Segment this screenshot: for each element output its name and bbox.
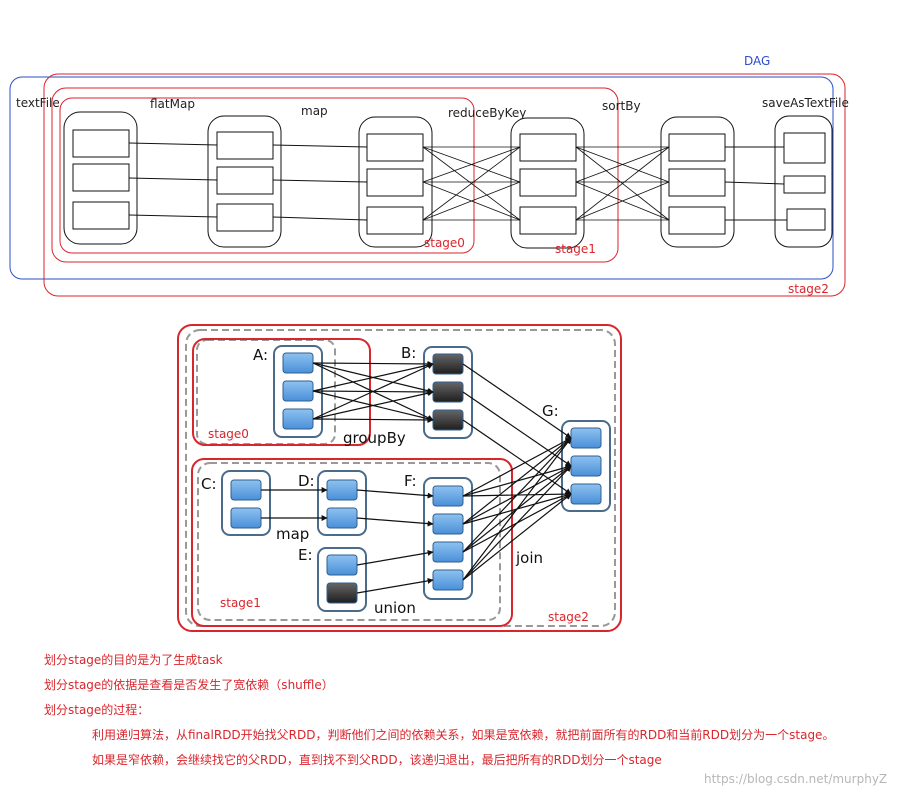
stage2-label: stage2 xyxy=(548,610,589,624)
partition xyxy=(519,168,577,197)
stage2-frame xyxy=(43,73,846,297)
partition xyxy=(783,175,826,194)
partition xyxy=(216,166,274,195)
stage1-frame xyxy=(191,458,513,627)
node-label-c: C: xyxy=(201,475,217,493)
partition-c2 xyxy=(230,507,262,529)
partition xyxy=(668,133,726,162)
note-line-2: 划分stage的依据是查看是否发生了宽依赖（shuffle） xyxy=(44,678,334,692)
dag-frame xyxy=(9,76,834,280)
partition xyxy=(72,129,130,158)
rdd-edges xyxy=(261,360,572,594)
stage2-dashed-frame xyxy=(185,329,616,627)
partition-f2 xyxy=(432,513,464,535)
partition xyxy=(216,203,274,232)
partition xyxy=(786,208,826,231)
note-line-4: 利用递归算法，从finalRDD开始找父RDD，判断他们之间的依赖关系，如果是宽… xyxy=(92,728,835,742)
op-label-saveastextfile: saveAsTextFile xyxy=(762,96,849,110)
partition-b2 xyxy=(432,381,464,403)
partition xyxy=(216,131,274,160)
partition-e1 xyxy=(326,554,358,576)
watermark: https://blog.csdn.net/murphyZ xyxy=(704,772,888,786)
rdd-reducebykey xyxy=(510,117,585,249)
note-line-3: 划分stage的过程： xyxy=(44,703,150,717)
partition xyxy=(519,133,577,162)
partition-c1 xyxy=(230,479,262,501)
partition-b3 xyxy=(432,409,464,431)
narrow-dependencies xyxy=(128,142,787,221)
op-label-sortby: sortBy xyxy=(602,99,641,113)
rdd-saveastextfile xyxy=(774,115,833,248)
partition-d2 xyxy=(326,507,358,529)
partition-a3 xyxy=(282,408,314,430)
rdd-c xyxy=(221,470,271,536)
rdd-f xyxy=(423,477,473,600)
node-label-e: E: xyxy=(298,546,313,564)
stage1-label: stage1 xyxy=(220,596,261,610)
op-label-map: map xyxy=(276,525,309,543)
partition-f4 xyxy=(432,569,464,591)
partition xyxy=(72,163,130,192)
dag-diagram: DAG textFile flatMap map reduceByKey sor… xyxy=(9,54,849,297)
op-label-reducebykey: reduceByKey xyxy=(448,106,526,120)
partition-b1 xyxy=(432,353,464,375)
partition-f1 xyxy=(432,485,464,507)
node-label-b: B: xyxy=(401,344,416,362)
partition xyxy=(519,206,577,235)
rdd-diagram: A: B: C: D: E: F: G: groupBy map union j… xyxy=(177,324,622,632)
node-label-a: A: xyxy=(253,346,268,364)
rdd-e xyxy=(317,547,367,612)
wide-dependencies xyxy=(422,146,670,221)
partition xyxy=(668,206,726,235)
stage2-frame xyxy=(177,324,622,632)
partition-g2 xyxy=(570,455,602,477)
partition-a1 xyxy=(282,352,314,374)
op-label-textfile: textFile xyxy=(16,96,60,110)
stage2-label: stage2 xyxy=(788,282,829,296)
stage1-label: stage1 xyxy=(555,242,596,256)
stage0-frame xyxy=(59,97,475,254)
partition xyxy=(668,168,726,197)
partition xyxy=(783,132,826,164)
partition xyxy=(72,201,130,230)
partition-d1 xyxy=(326,479,358,501)
op-label-map: map xyxy=(301,104,328,118)
node-label-f: F: xyxy=(404,472,417,490)
partition-e2 xyxy=(326,582,358,604)
dag-title: DAG xyxy=(744,54,770,68)
partition-f3 xyxy=(432,541,464,563)
stage0-label: stage0 xyxy=(208,427,249,441)
op-label-join: join xyxy=(515,549,543,567)
notes: 划分stage的目的是为了生成task 划分stage的依据是查看是否发生了宽依… xyxy=(44,648,894,773)
op-label-groupby: groupBy xyxy=(343,429,406,447)
node-label-d: D: xyxy=(298,472,315,490)
rdd-g xyxy=(561,420,611,512)
partition-a2 xyxy=(282,380,314,402)
op-label-flatmap: flatMap xyxy=(150,97,195,111)
stage-diagram: DAG textFile flatMap map reduceByKey sor… xyxy=(9,54,849,632)
note-line-1: 划分stage的目的是为了生成task xyxy=(44,653,223,667)
stage1-frame xyxy=(51,87,619,263)
note-line-5: 如果是窄依赖，会继续找它的父RDD，直到找不到父RDD，该递归退出，最后把所有的… xyxy=(92,753,662,767)
node-label-g: G: xyxy=(542,402,559,420)
rdd-flatmap xyxy=(207,115,282,248)
partition xyxy=(366,206,424,235)
op-label-union: union xyxy=(374,599,416,617)
partition-g1 xyxy=(570,427,602,449)
partition xyxy=(366,133,424,162)
rdd-d xyxy=(317,470,367,536)
stage0-label: stage0 xyxy=(424,236,465,250)
partition xyxy=(366,168,424,197)
partition-g3 xyxy=(570,483,602,505)
